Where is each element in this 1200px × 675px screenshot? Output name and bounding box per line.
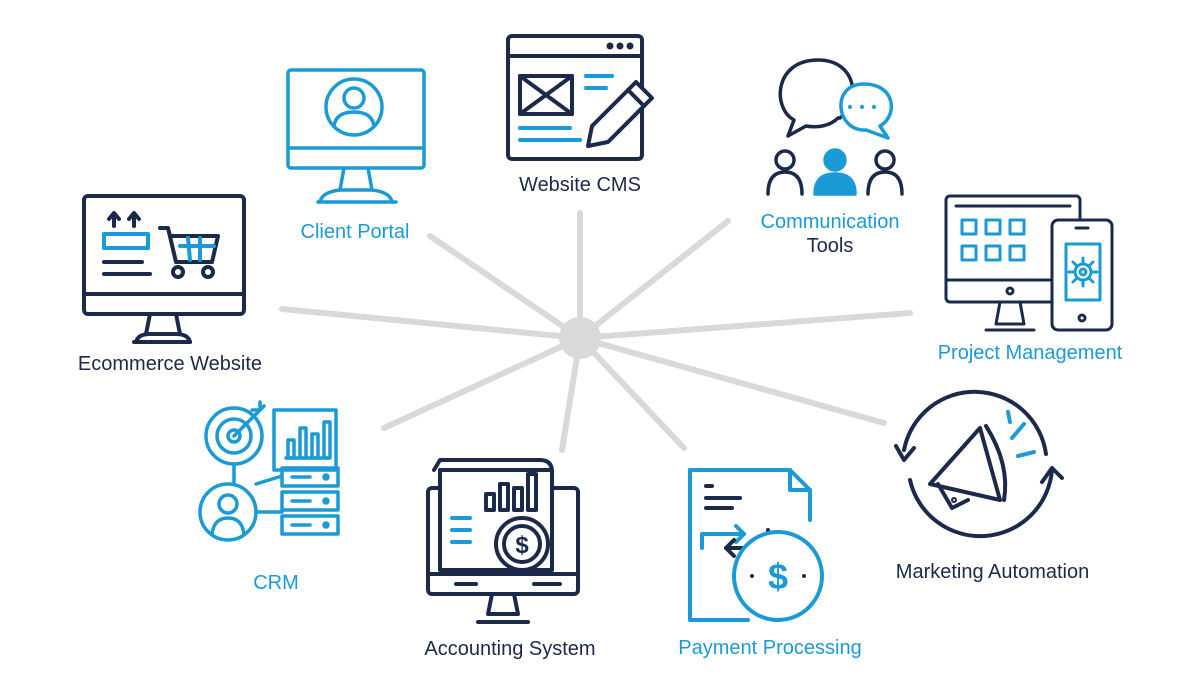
chat-people-icon — [766, 58, 904, 196]
website-editor-icon — [506, 34, 654, 161]
spoke-communication-tools — [577, 218, 731, 341]
target-user-database-icon — [198, 400, 340, 542]
label-line-communication: Communication — [760, 211, 900, 233]
monitor-phone-gear-icon — [944, 194, 1114, 332]
node-label-marketing-automation: Marketing Automation — [895, 561, 1090, 583]
node-label-communication-tools: Communication Tools — [740, 210, 920, 258]
hub-spokes — [279, 210, 913, 453]
spoke-client-portal — [427, 233, 583, 341]
spoke-crm — [381, 335, 583, 431]
dollar-glyph: $ — [515, 532, 529, 559]
spoke-project-management — [577, 310, 913, 341]
hub-node — [559, 317, 601, 359]
spoke-payment-processing — [577, 335, 687, 451]
monitor-user-icon — [286, 68, 426, 204]
node-label-payment-processing: Payment Processing — [678, 637, 862, 659]
node-label-ecommerce-website: Ecommerce Website — [77, 353, 263, 375]
spoke-marketing-automation — [577, 335, 887, 426]
node-label-accounting-system: Accounting System — [424, 638, 596, 660]
monitor-dollar-chart-icon: $ — [426, 458, 580, 624]
monitor-cart-icon — [82, 194, 246, 344]
payment-dollar-glyph: $ — [768, 556, 788, 597]
node-label-project-management: Project Management — [937, 342, 1123, 364]
node-label-client-portal: Client Portal — [300, 221, 410, 243]
document-dollar-exchange-icon: $ — [688, 468, 824, 622]
spoke-ecommerce-website — [279, 306, 583, 341]
label-line-tools: Tools — [806, 235, 854, 257]
node-label-crm: CRM — [253, 572, 299, 594]
megaphone-cycle-icon — [894, 389, 1064, 539]
node-label-website-cms: Website CMS — [519, 174, 641, 196]
